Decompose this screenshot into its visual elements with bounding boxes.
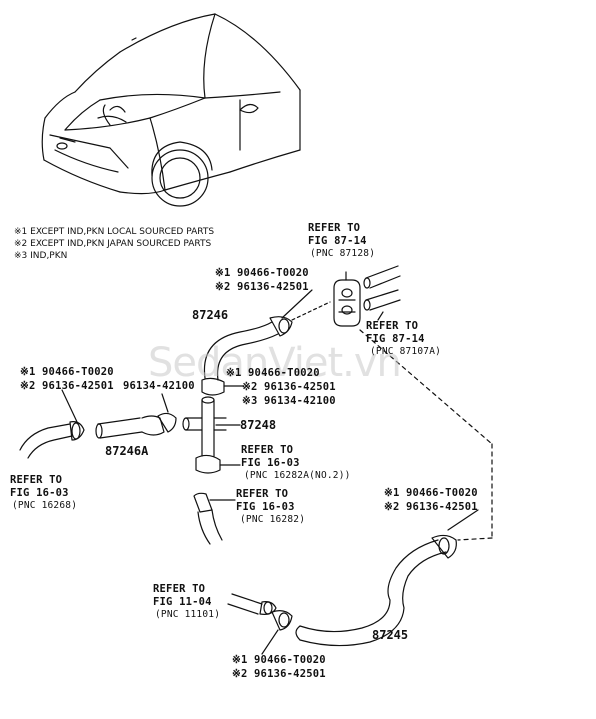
refer-16-03-left-line-1: REFER TO: [10, 474, 63, 486]
refer-11-04-line-2: FIG 11-04: [153, 596, 212, 608]
refer-87-14-right-line-2: FIG 87-14: [366, 333, 425, 345]
leader-lines: [359, 329, 493, 541]
refer-16-03-left-line-2: FIG 16-03: [10, 487, 69, 499]
bottom-clamp-line-1: ※1 90466-T0020: [232, 654, 326, 666]
part-number-87246: 87246: [192, 308, 229, 322]
right-clamp-line-2: ※2 96136-42501: [384, 501, 478, 513]
refer-87-14-right-line-3: (PNC 87107A): [370, 346, 442, 357]
part-number-87245: 87245: [372, 628, 409, 642]
plate-fitting-87128: [333, 271, 361, 327]
left-mid-part-number: 96134-42100: [123, 380, 195, 392]
top-clamp-line-1: ※1 90466-T0020: [215, 267, 309, 279]
car-illustration: [41, 13, 301, 207]
refer-11-04-line-3: (PNC 11101): [155, 609, 221, 620]
center-clamp: [201, 377, 244, 396]
hose-stub-16282: [193, 492, 236, 545]
refer-16-03-tee-line-3: (PNC 16282A(NO.2)): [244, 470, 351, 481]
center-clamp-line-1: ※1 90466-T0020: [226, 367, 320, 379]
tee-87248: [182, 396, 241, 474]
hose-87245: [295, 509, 479, 647]
refer-87-14-top-line-3: (PNC 87128): [310, 248, 376, 259]
refer-16-03-lower-line-3: (PNC 16282): [240, 514, 306, 525]
refer-16-03-tee-line-1: REFER TO: [241, 444, 294, 456]
bottom-clamp-line-2: ※2 96136-42501: [232, 668, 326, 680]
note-2: ※2 EXCEPT IND,PKN JAPAN SOURCED PARTS: [14, 239, 212, 249]
refer-87-14-top-line-2: FIG 87-14: [308, 235, 367, 247]
center-clamp-line-3: ※3 96134-42100: [242, 395, 336, 407]
right-clamp-line-1: ※1 90466-T0020: [384, 487, 478, 499]
left-clamp-line-2: ※2 96136-42501: [20, 380, 114, 392]
part-number-87246a: 87246A: [105, 444, 149, 458]
hose-stub-11101: [227, 593, 293, 655]
left-clamp-line-1: ※1 90466-T0020: [20, 366, 114, 378]
left-hose: [19, 389, 85, 459]
refer-11-04-line-1: REFER TO: [153, 583, 206, 595]
hose-87246a: [95, 393, 177, 439]
hose-87246: [203, 289, 331, 381]
part-number-87248: 87248: [240, 418, 277, 432]
refer-16-03-left-line-3: (PNC 16268): [12, 500, 78, 511]
refer-16-03-lower-line-1: REFER TO: [236, 488, 289, 500]
note-1: ※1 EXCEPT IND,PKN LOCAL SOURCED PARTS: [14, 227, 215, 237]
refer-87-14-right-line-1: REFER TO: [366, 320, 419, 332]
refer-16-03-lower-line-2: FIG 16-03: [236, 501, 295, 513]
center-clamp-line-2: ※2 96136-42501: [242, 381, 336, 393]
refer-87-14-top-line-1: REFER TO: [308, 222, 361, 234]
watermark-text: SedanViet.vn: [148, 340, 402, 386]
pipe-stubs-87107a: [363, 265, 401, 321]
note-3: ※3 IND,PKN: [14, 251, 68, 261]
top-clamp-line-2: ※2 96136-42501: [215, 281, 309, 293]
refer-16-03-tee-line-2: FIG 16-03: [241, 457, 300, 469]
